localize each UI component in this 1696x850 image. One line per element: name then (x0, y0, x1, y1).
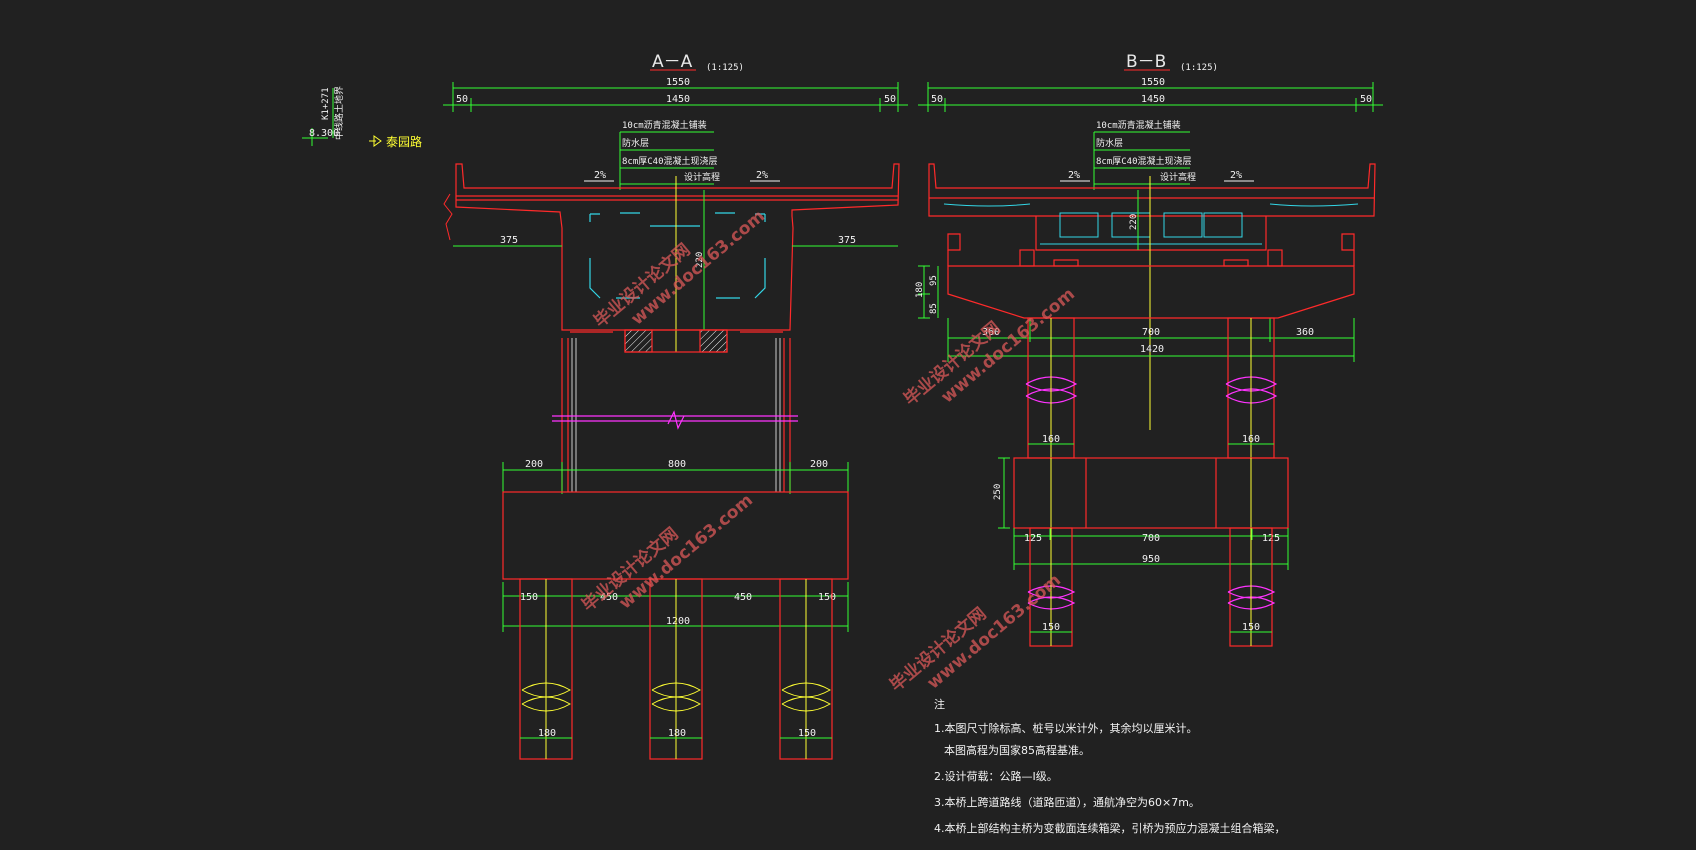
aa-pile-dim-d: 150 (818, 592, 836, 603)
bb-cap-mid-dim: 700 (1142, 327, 1160, 338)
bb-column-breaks (1025, 376, 1278, 404)
bb-girder-voids (943, 203, 1359, 245)
aa-cap-total-dim: 1200 (666, 616, 690, 627)
aa-break-line (552, 410, 798, 430)
aa-cap-right-dim: 200 (810, 459, 828, 470)
bb-cap-right-dim: 360 (1296, 327, 1314, 338)
aa-total-dim: 1550 (666, 77, 690, 88)
bb-layer-3: 8cm厚C40混凝土现浇层 (1096, 155, 1192, 167)
section-bb-scale: (1:125) (1180, 63, 1218, 73)
section-aa: A－A (1:125) 1550 1450 50 50 10cm沥青混凝土铺装 … (443, 52, 908, 760)
aa-edge-right-dim: 50 (884, 94, 896, 105)
bb-edge-left-dim: 50 (931, 94, 943, 105)
bb-slope-right: 2% (1230, 170, 1242, 181)
bb-cap-v3-dim: 85 (929, 303, 939, 314)
section-aa-scale: (1:125) (706, 63, 744, 73)
aa-layer-4: 设计高程 (684, 171, 720, 183)
watermark-4: 毕业设计论文网 www.doc163.com (886, 570, 1065, 696)
aa-pile-diam-3: 150 (798, 728, 816, 739)
aa-slope-left: 2% (594, 170, 606, 181)
bb-pile-right-dim: 150 (1242, 622, 1260, 633)
note-line-5: 4.本桥上部结构主桥为变截面连续箱梁，引桥为预应力混凝土组合箱梁， (934, 821, 1286, 835)
road-label: 泰园路 (386, 134, 422, 149)
station-label: K1+271 (321, 87, 331, 120)
bb-layer-1: 10cm沥青混凝土铺装 (1096, 119, 1181, 131)
note-line-3: 2.设计荷载：公路—I级。 (934, 770, 1058, 783)
bb-footing-left-dim: 125 (1024, 533, 1042, 544)
bb-cap-total-dim: 1420 (1140, 344, 1164, 355)
bb-col-left-dim: 160 (1042, 434, 1060, 445)
aa-pile-diam-1: 180 (538, 728, 556, 739)
bb-inner-dim: 1450 (1141, 94, 1165, 105)
bb-cap-left-dim: 360 (982, 327, 1000, 338)
aa-box-height-dim: 220 (695, 252, 705, 268)
bb-footing-right-dim: 125 (1262, 533, 1280, 544)
note-line-4: 3.本桥上跨道路线（道路匝道），通航净空为60×7m。 (934, 795, 1200, 809)
aa-box-girder (455, 163, 900, 331)
aa-pile-dim-b: 450 (600, 592, 618, 603)
bb-layer-4: 设计高程 (1160, 171, 1196, 183)
bb-pile-left-dim: 150 (1042, 622, 1060, 633)
bb-cap-v2-dim: 180 (915, 282, 925, 298)
notes-heading: 注 (934, 697, 945, 711)
bb-beam-height-dim: 220 (1129, 214, 1139, 230)
bb-footing (1013, 457, 1289, 529)
aa-pile-dim-a: 150 (520, 592, 538, 603)
notes-block: 注 1.本图尺寸除标高、桩号以米计外，其余均以厘米计。 本图高程为国家85高程基… (934, 697, 1286, 835)
note-line-2: 本图高程为国家85高程基准。 (944, 743, 1090, 757)
watermarks: 毕业设计论文网 www.doc163.com 毕业设计论文网 www.doc16… (578, 206, 1079, 696)
aa-layer-1: 10cm沥青混凝土铺装 (622, 119, 707, 131)
section-bb-title: B－B (1126, 52, 1166, 72)
section-aa-title: A－A (652, 52, 693, 72)
aa-cant-left-dim: 375 (500, 235, 518, 246)
aa-layer-3: 8cm厚C40混凝土现浇层 (622, 155, 718, 167)
watermark-1: 毕业设计论文网 www.doc163.com (590, 206, 769, 332)
section-bb: B－B (1:125) 1550 1450 50 50 10cm沥青混凝土铺装 … (915, 52, 1383, 647)
aa-edge-left-dim: 50 (456, 94, 468, 105)
elevation-label: 8.300 (309, 128, 339, 139)
bb-slope-left: 2% (1068, 170, 1080, 181)
aa-pile-diam-2: 180 (668, 728, 686, 739)
watermark-2: 毕业设计论文网 www.doc163.com (578, 490, 757, 616)
aa-cap-left-dim: 200 (525, 459, 543, 470)
aa-bearings (570, 329, 783, 353)
bb-piles (1029, 527, 1273, 647)
bb-cap-beam (947, 233, 1355, 319)
bb-footing-mid-dim: 700 (1142, 533, 1160, 544)
aa-cap-mid-dim: 800 (668, 459, 686, 470)
bb-footing-height-dim: 250 (993, 484, 1003, 500)
station-sub-label: 中线路土地界 (333, 86, 345, 140)
bb-col-right-dim: 160 (1242, 434, 1260, 445)
station-mark: 8.300 K1+271 中线路土地界 泰园路 (302, 86, 422, 149)
aa-pier-rebar (571, 338, 781, 492)
aa-cant-right-dim: 375 (838, 235, 856, 246)
aa-inner-dim: 1450 (666, 94, 690, 105)
bb-columns (1027, 317, 1275, 459)
bb-edge-right-dim: 50 (1360, 94, 1372, 105)
note-line-1: 1.本图尺寸除标高、桩号以米计外，其余均以厘米计。 (934, 721, 1198, 735)
aa-box-void (589, 212, 766, 299)
bb-cap-v1-dim: 95 (929, 275, 939, 286)
bb-layer-2: 防水层 (1096, 137, 1123, 149)
aa-pile-dim-c: 450 (734, 592, 752, 603)
bb-footing-total-dim: 950 (1142, 554, 1160, 565)
bb-deck (928, 163, 1376, 251)
aa-slope-right: 2% (756, 170, 768, 181)
bb-total-dim: 1550 (1141, 77, 1165, 88)
aa-pile-centerlines (521, 579, 831, 759)
aa-layer-2: 防水层 (622, 137, 649, 149)
